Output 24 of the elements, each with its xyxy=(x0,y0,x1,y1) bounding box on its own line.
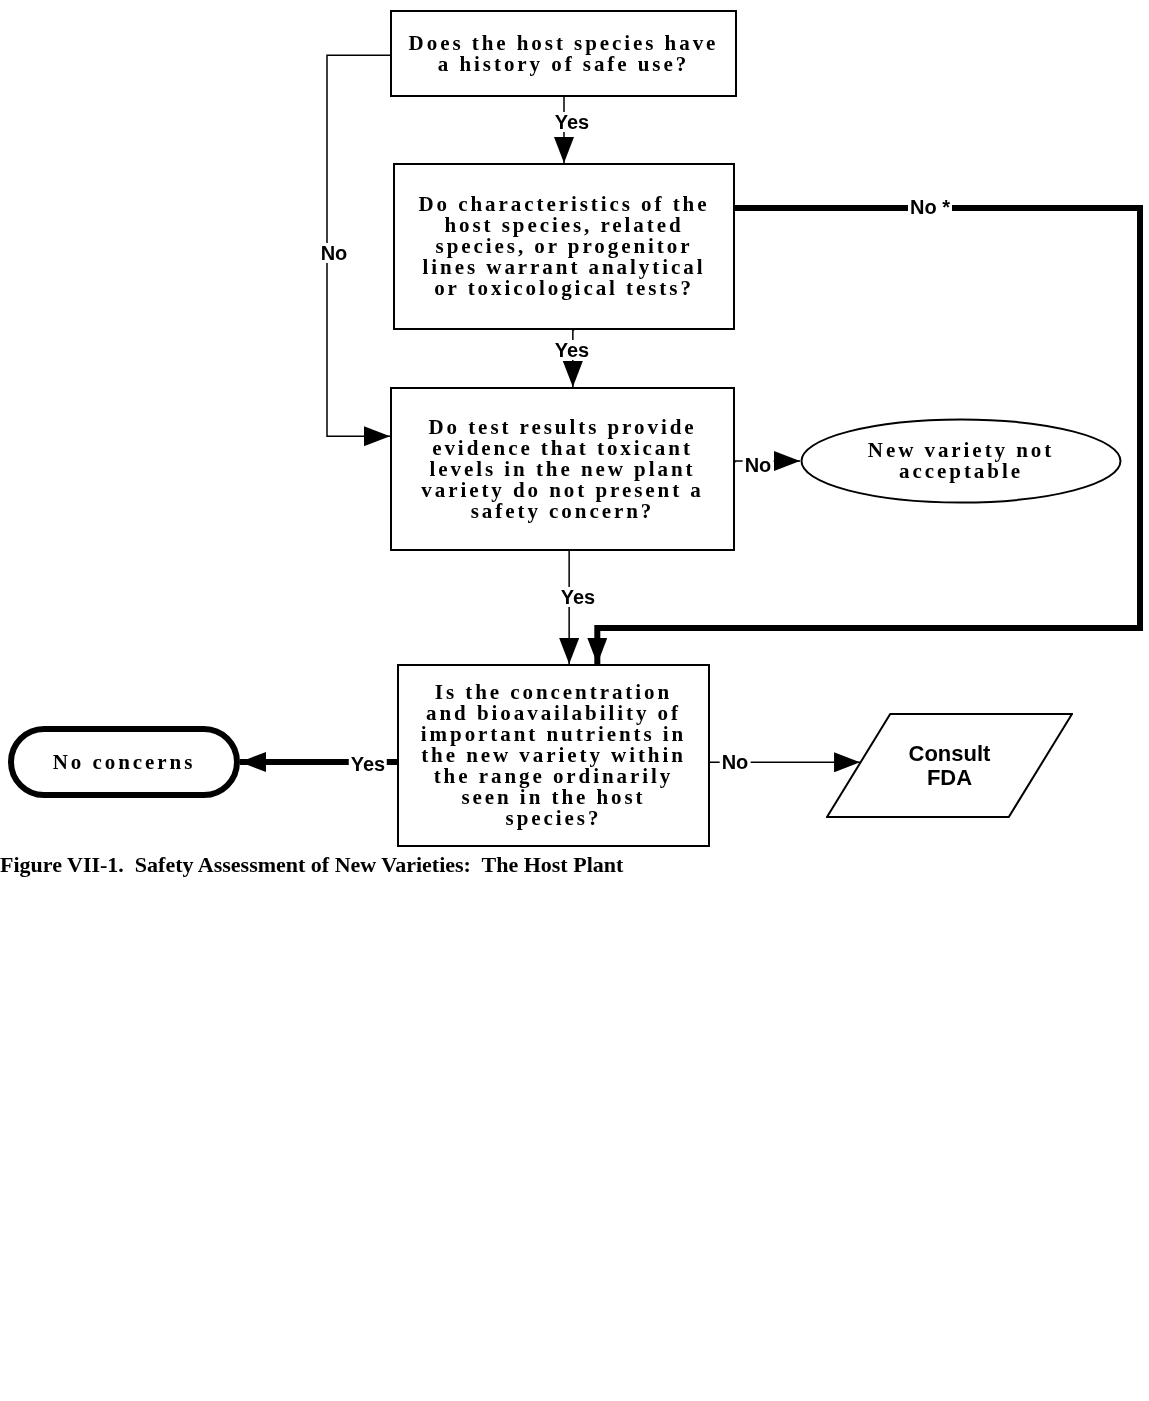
edge-label: Yes xyxy=(348,754,388,774)
edge-label: No xyxy=(742,455,774,475)
process-box xyxy=(390,387,735,551)
edge-label: No xyxy=(719,752,751,772)
process-box xyxy=(390,10,737,97)
edge-label: Yes xyxy=(558,587,598,607)
node-text: Is the concentration and bioavailability of important nutrients in the new variety within the range ordinarily seen in the host species? xyxy=(419,682,688,829)
node-text: New variety not acceptable xyxy=(866,440,1056,482)
node-text: Do characteristics of the host species, related species, or progenitor lines warrant analytical or toxicological tests? xyxy=(417,194,711,299)
node-text: Do test results provide evidence that toxicant levels in the new plant variety do not present a safety concern? xyxy=(420,416,705,522)
node-text: No concerns xyxy=(51,751,197,773)
process-box xyxy=(393,163,735,330)
node-text: Does the host species have a history of safe use? xyxy=(407,32,720,75)
process-box xyxy=(397,664,710,847)
data-parallelogram xyxy=(826,713,1073,818)
edge-label: No * xyxy=(908,197,952,217)
edge-label: Yes xyxy=(552,340,592,360)
edge-label: Yes xyxy=(552,112,592,132)
arrow xyxy=(326,54,391,447)
arrow xyxy=(587,205,1143,664)
figure-caption: Figure VII-1. Safety Assessment of New Varieties: The Host Plant xyxy=(0,851,624,879)
terminal-ellipse xyxy=(800,418,1122,504)
node-text: Consult FDA xyxy=(907,742,992,789)
arrow xyxy=(559,550,580,665)
